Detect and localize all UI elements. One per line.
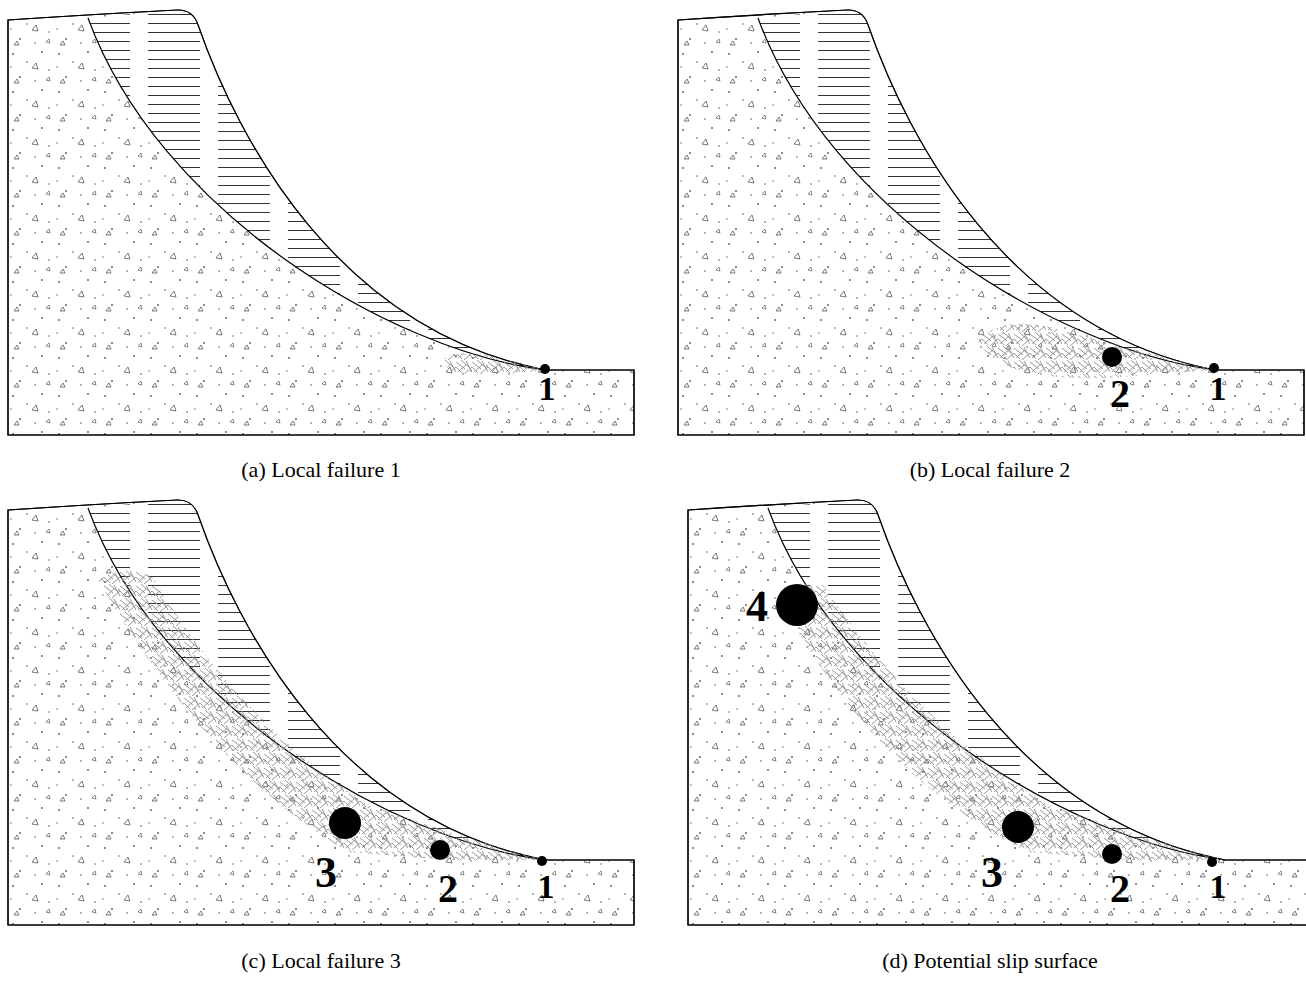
failure-point [537,856,547,866]
failure-point [1102,347,1122,367]
callout-number: 3 [981,851,1003,895]
callout-number: 1 [1210,372,1227,406]
callout-number: 2 [1110,374,1130,414]
failure-zone [780,584,1225,860]
failure-point [329,807,361,839]
panel-caption: (a) Local failure 1 [241,459,400,481]
panel-caption: (b) Local failure 2 [910,459,1071,481]
panel-b [678,10,1304,435]
failure-zone [98,570,545,860]
callout-number: 4 [746,585,768,629]
failure-point [776,584,818,626]
panel-caption: (c) Local failure 3 [241,950,400,972]
failure-point [430,840,450,860]
panel-a [8,10,634,435]
callout-number: 3 [315,851,337,895]
failure-point [1207,857,1217,867]
failure-point [1102,844,1122,864]
panel-caption: (d) Potential slip surface [882,950,1098,972]
callout-number: 1 [539,372,556,406]
failure-zone [978,324,1215,379]
callout-number: 1 [538,870,555,904]
callout-number: 2 [438,869,458,909]
failure-point [1002,811,1034,843]
callout-number: 1 [1210,870,1227,904]
failure-zone [444,353,545,374]
callout-number: 2 [1110,869,1130,909]
panel-d [688,500,1306,925]
panel-c [8,500,634,925]
